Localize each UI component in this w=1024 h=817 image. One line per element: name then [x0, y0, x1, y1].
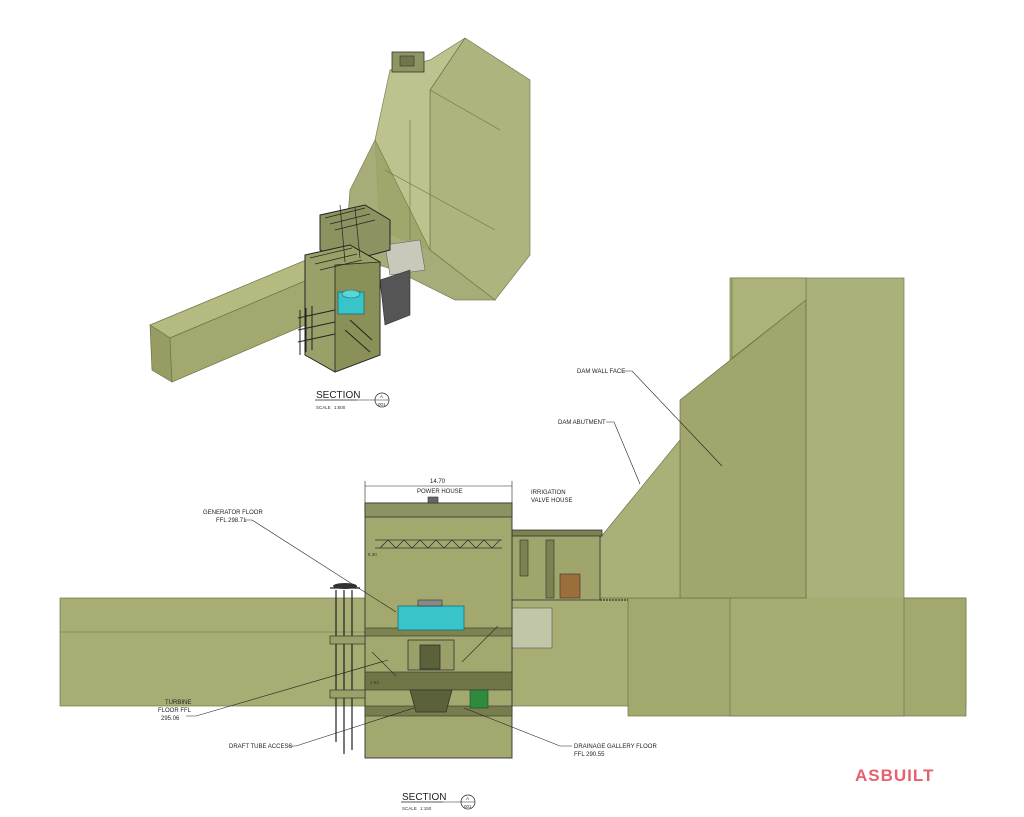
bottom-section-title: SECTION [402, 792, 446, 803]
top-section-marker-top: A [380, 394, 383, 399]
valve-house-column [519, 539, 529, 577]
top-section-marker-bottom: 001 [378, 402, 386, 407]
label-drainage-1: DRAINAGE GALLERY FLOOR [574, 744, 657, 750]
dim-lower: 1.83 [370, 680, 379, 685]
turbine-floor-slab [364, 671, 513, 691]
valve-chamber [511, 607, 553, 649]
dim-upper: 5.30 [368, 552, 377, 557]
dam-upper-slope [731, 277, 807, 359]
section-view: 14.70 POWER HOUSE 5.30 1.83 IRRIGATION V… [59, 277, 967, 811]
powerhouse-roof [364, 502, 513, 518]
iso-steelwork [297, 306, 373, 355]
leader-dam-abutment [606, 421, 641, 485]
generator-unit [397, 605, 465, 631]
ground-band-left [59, 597, 366, 707]
dam-edge-line [384, 169, 496, 231]
bottom-section-marker-top: A [466, 796, 469, 801]
valve-house-area [384, 239, 426, 276]
pump-unit [469, 689, 489, 709]
label-drainage-2: FFL 290.55 [574, 752, 605, 758]
label-irrigation-line1: IRRIGATION [531, 490, 566, 496]
label-generator-floor-1: GENERATOR FLOOR [203, 510, 263, 516]
roof-truss [309, 204, 376, 271]
bottom-section-scale-value: 1:150 [420, 806, 432, 811]
asbuilt-stamp: ASBUILT [855, 766, 934, 785]
bottom-section-scale-label: SCALE [402, 806, 417, 811]
dam-abutment-mass [599, 439, 681, 599]
stairs [371, 625, 499, 677]
label-turbine-1: TURBINE [165, 700, 191, 706]
roof-vent [427, 496, 439, 504]
dam-back-block [429, 37, 531, 301]
label-power-house: POWER HOUSE [417, 489, 463, 495]
label-dam-wall-face: DAM WALL FACE [577, 369, 625, 375]
bottom-section-marker-bottom: 001 [464, 804, 472, 809]
dam-edge-line [429, 89, 501, 131]
leader-drainage [463, 707, 572, 747]
valve-house-door [559, 573, 581, 599]
tower-cap [333, 583, 357, 589]
leader-dam-wall-face [622, 370, 723, 467]
valve-house-shadow [379, 269, 411, 326]
label-generator-floor-2: FFL 298.71 [216, 518, 247, 524]
external-platform [329, 635, 366, 645]
generator-top [417, 599, 443, 607]
leader-turbine-floor [186, 659, 389, 717]
isometric-view: SECTION SCALE 1:500 A 001 [149, 37, 531, 410]
top-section-scale-label: SCALE [316, 405, 331, 410]
turbine-assembly [407, 639, 455, 713]
top-section-scale-value: 1:500 [334, 405, 346, 410]
generator-unit-iso [341, 289, 361, 299]
label-draft-tube: DRAFT TUBE ACCESS [229, 744, 292, 750]
leader-draft-tube [288, 707, 415, 747]
valve-house-column [545, 539, 555, 599]
crane-truss [375, 539, 502, 549]
label-dam-abutment: DAM ABUTMENT [558, 420, 606, 426]
external-platform [329, 689, 366, 699]
leader-generator-floor [244, 519, 397, 613]
powerhouse-front [334, 261, 381, 373]
top-section-title: SECTION [316, 390, 360, 401]
label-turbine-2: FLOOR FFL [158, 708, 192, 714]
dam-crest-structure [399, 55, 415, 67]
label-irrigation-line2: VALVE HOUSE [531, 498, 572, 504]
valve-house-roof [509, 529, 603, 537]
label-turbine-3: 295.06 [161, 716, 180, 722]
dim-width-value: 14.70 [430, 479, 446, 485]
